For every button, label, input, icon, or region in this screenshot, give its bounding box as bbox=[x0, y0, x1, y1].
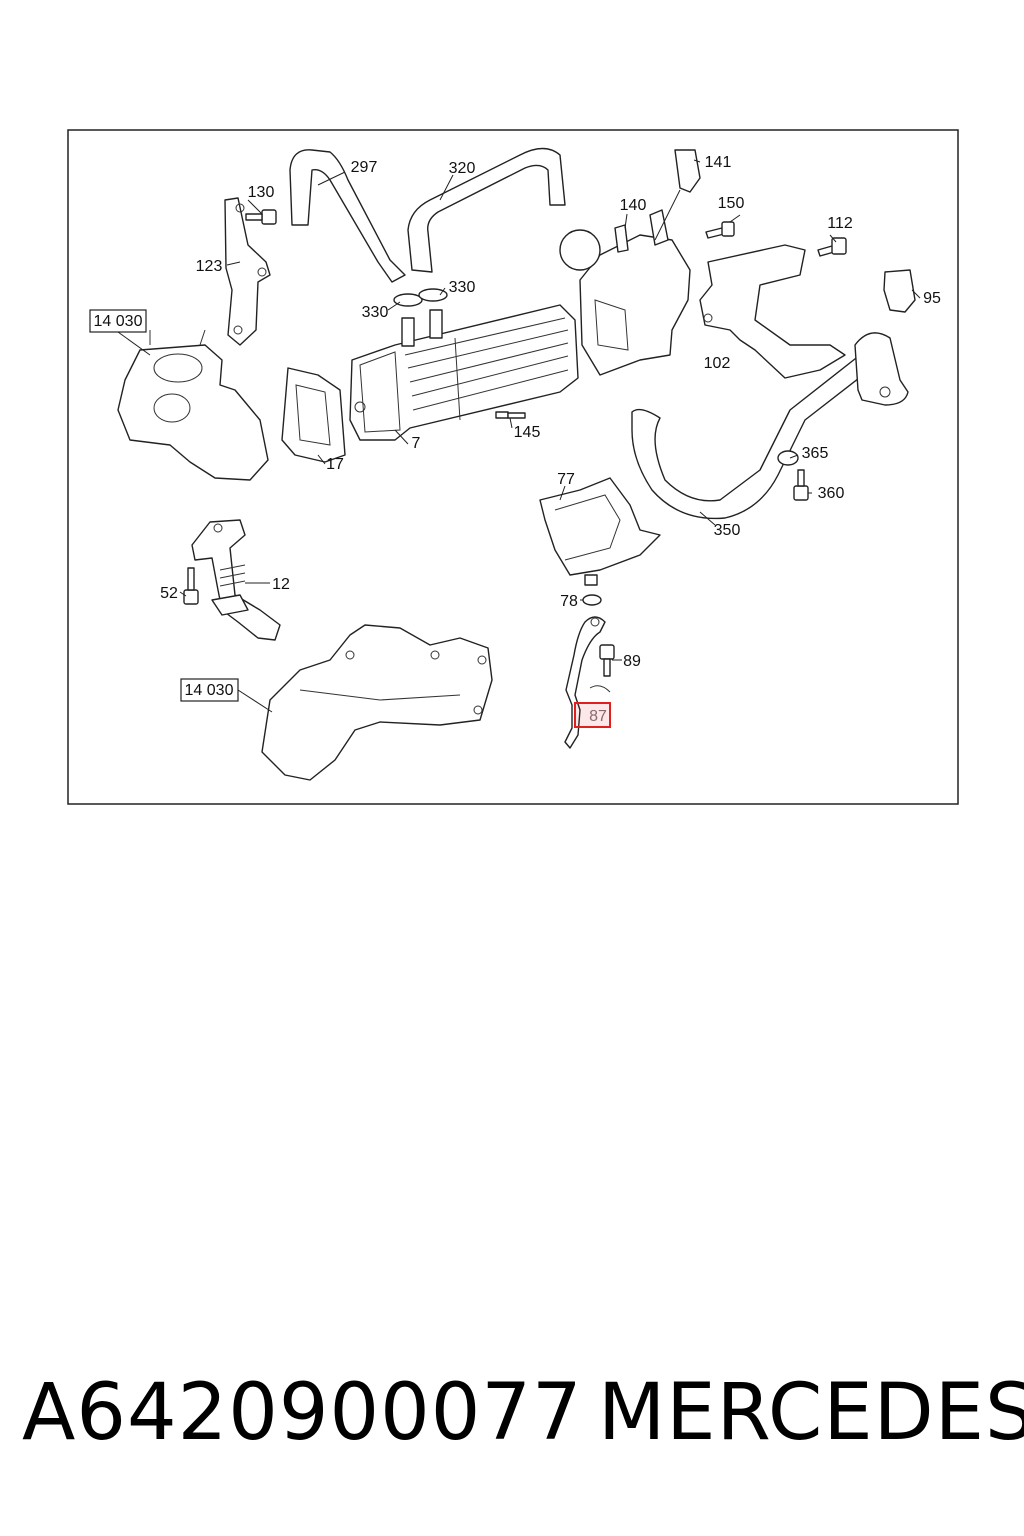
callout-17: 17 bbox=[326, 456, 344, 473]
bolt-360 bbox=[793, 469, 809, 501]
ref-box-top-label: 14 030 bbox=[94, 313, 143, 330]
callout-297: 297 bbox=[351, 159, 378, 176]
callout-365: 365 bbox=[802, 445, 829, 462]
bushing-95 bbox=[883, 269, 916, 313]
callout-52: 52 bbox=[160, 585, 178, 602]
callout-150: 150 bbox=[718, 195, 745, 212]
make-label: MERCEDES bbox=[598, 1368, 1024, 1458]
part-number: A6420900077 bbox=[22, 1368, 583, 1458]
parts-diagram: 14 030 14 030 297 320 141 130 140 150 11… bbox=[67, 129, 959, 805]
callout-87-highlight[interactable]: 87 bbox=[574, 702, 611, 728]
egr-cooler-7 bbox=[349, 304, 579, 441]
ref-box-bottom-label: 14 030 bbox=[185, 682, 234, 699]
callout-87: 87 bbox=[589, 708, 607, 725]
callout-330-left: 330 bbox=[362, 304, 389, 321]
sensor-141 bbox=[654, 149, 701, 241]
callout-89: 89 bbox=[623, 653, 641, 670]
bolt-150 bbox=[705, 221, 735, 239]
housing-14030-upper bbox=[117, 329, 269, 481]
part-caption: A6420900077 MERCEDES bbox=[0, 1368, 1024, 1478]
pipe-350 bbox=[631, 332, 909, 520]
egr-valve-140 bbox=[559, 209, 691, 376]
callout-12: 12 bbox=[272, 576, 290, 593]
bolt-52 bbox=[183, 567, 199, 605]
manifold-14030-lower bbox=[261, 624, 493, 781]
clamp-365 bbox=[777, 450, 799, 466]
line-87 bbox=[564, 616, 611, 749]
bolt-112 bbox=[817, 237, 847, 257]
callout-141: 141 bbox=[705, 154, 732, 171]
diagram-frame bbox=[67, 129, 959, 805]
clamp-330-left bbox=[393, 293, 423, 307]
callout-350: 350 bbox=[714, 522, 741, 539]
callout-140: 140 bbox=[620, 197, 647, 214]
bolt-145 bbox=[495, 411, 526, 419]
callout-123: 123 bbox=[196, 258, 223, 275]
leader-lines bbox=[117, 159, 921, 713]
callout-7: 7 bbox=[412, 435, 421, 452]
callout-102: 102 bbox=[704, 355, 731, 372]
clamp-330-right bbox=[418, 288, 448, 302]
hose-297 bbox=[289, 149, 406, 283]
hose-320 bbox=[407, 147, 566, 273]
heat-shield-77 bbox=[539, 477, 661, 586]
callout-330-right: 330 bbox=[449, 279, 476, 296]
flange-pipe-12 bbox=[191, 519, 281, 641]
bracket-102 bbox=[699, 244, 846, 379]
gasket-17 bbox=[281, 367, 346, 463]
callout-320: 320 bbox=[449, 160, 476, 177]
callout-145: 145 bbox=[514, 424, 541, 441]
callout-95: 95 bbox=[923, 290, 941, 307]
ref-box-top: 14 030 bbox=[89, 309, 147, 333]
bolt-89 bbox=[599, 644, 615, 677]
callout-112: 112 bbox=[827, 215, 853, 232]
bracket-123 bbox=[224, 197, 271, 346]
ref-box-bottom: 14 030 bbox=[180, 678, 239, 702]
callout-360: 360 bbox=[818, 485, 845, 502]
callout-77: 77 bbox=[557, 471, 575, 488]
callout-78: 78 bbox=[560, 593, 578, 610]
seal-78 bbox=[582, 594, 602, 606]
bolt-130 bbox=[245, 209, 277, 225]
callout-130: 130 bbox=[248, 184, 275, 201]
